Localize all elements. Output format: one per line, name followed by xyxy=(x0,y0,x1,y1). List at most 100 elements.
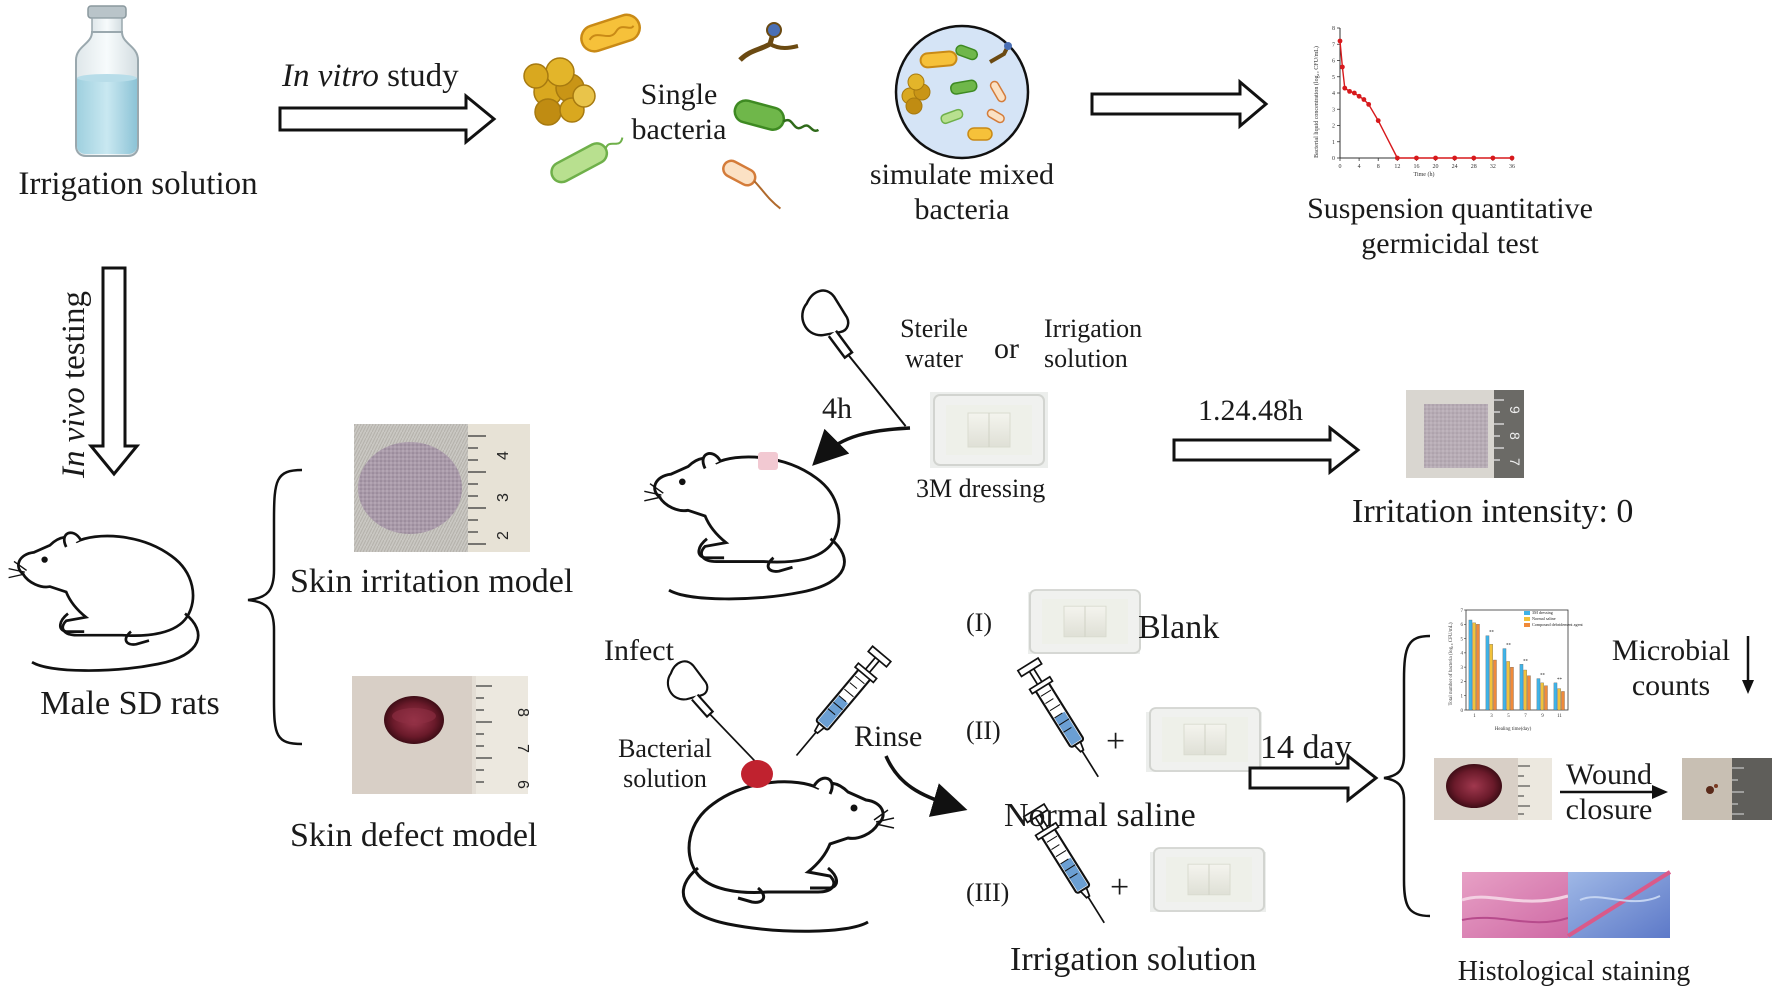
line-chart-x-tick-label: 28 xyxy=(1471,164,1477,170)
outcome-brace xyxy=(1383,634,1431,918)
bar-chart-bar xyxy=(1519,664,1524,711)
bar-chart-x-tick-label: 11 xyxy=(1557,714,1562,719)
line-chart-y-tick-label: 4 xyxy=(1332,91,1335,97)
line-chart-x-tick-label: 36 xyxy=(1509,164,1515,170)
bar-chart-bar xyxy=(1536,678,1541,711)
line-chart-point xyxy=(1356,93,1362,99)
histology-photos xyxy=(1461,870,1672,938)
line-chart-point xyxy=(1471,155,1477,161)
line-chart-point xyxy=(1452,155,1458,161)
line-chart-x-tick-label: 16 xyxy=(1413,164,1419,170)
sterile-water-line: water xyxy=(905,343,963,373)
line-chart-point xyxy=(1490,155,1496,161)
bar-chart-bar xyxy=(1523,669,1527,711)
skin-irritation-model-label: Skin irritation model xyxy=(290,563,574,600)
ruler-tick: 7 xyxy=(514,744,531,753)
bar-chart-x-tick-label: 7 xyxy=(1524,714,1527,719)
skin-defect-model-label: Skin defect model xyxy=(290,817,538,854)
bar-chart-y-tick-label: 6 xyxy=(1461,623,1464,628)
saline-syringe-icon xyxy=(1016,656,1110,785)
line-chart-point xyxy=(1347,88,1352,94)
bar-chart-y-tick-label: 2 xyxy=(1461,680,1464,685)
bar-chart-legend-label: 3M dressing xyxy=(1532,610,1554,615)
line-chart-series-line xyxy=(1339,40,1512,159)
suspension-test-line: Suspension quantitative xyxy=(1307,192,1593,225)
line-chart-x-tick-label: 20 xyxy=(1433,164,1439,170)
microbial-counts-line: counts xyxy=(1631,668,1711,702)
timepoint-arrow xyxy=(1172,424,1361,476)
apply-curve-arrow xyxy=(812,426,911,466)
blank-dressing-photo xyxy=(1028,589,1141,654)
3m-dressing-photo xyxy=(930,392,1048,468)
bar-chart-significance-label: ** xyxy=(1540,674,1546,679)
bar-chart-bar xyxy=(1540,682,1544,711)
fourteen-day-arrow xyxy=(1248,752,1379,804)
defect-rat xyxy=(681,776,896,933)
ruler-tick: 3 xyxy=(495,493,512,502)
line-chart-point xyxy=(1337,38,1343,44)
bar-chart-bar xyxy=(1472,622,1476,711)
irrigation-solution-option-label: Irrigation solution xyxy=(1044,314,1142,374)
mixed-bacteria-line: simulate mixed xyxy=(869,158,1055,191)
ruler-tick: 8 xyxy=(514,708,531,717)
line-chart-x-tick-label: 0 xyxy=(1339,164,1342,170)
bar-chart-y-tick-label: 1 xyxy=(1461,695,1464,700)
model-brace xyxy=(247,468,303,746)
bar-chart-significance-label: ** xyxy=(1523,659,1529,664)
in-vivo-label: In vivo testing xyxy=(56,291,94,478)
ruler-tick: 8 xyxy=(1507,432,1523,440)
suspension-line-chart: Bacterial liquid concentration (log₁₀ CF… xyxy=(1313,26,1515,178)
irrigation-solution-label: Irrigation solution xyxy=(18,166,258,202)
group-i-roman: (I) xyxy=(966,608,992,637)
bar-chart-significance-label: ** xyxy=(1489,631,1495,636)
bar-chart-legend-swatch xyxy=(1524,617,1530,621)
ruler-tick: 6 xyxy=(514,780,531,789)
bar-chart-y-tick-label: 0 xyxy=(1461,709,1464,714)
bar-chart-bar xyxy=(1468,619,1473,711)
group-iii-plus: + xyxy=(1110,869,1130,906)
wound-closure-arrow xyxy=(1560,785,1668,799)
wound-closure-label: Wound closure xyxy=(1554,758,1664,827)
line-chart-xlabel: Time (h) xyxy=(1414,171,1435,178)
line-chart-point xyxy=(1375,118,1381,124)
bar-chart-frame xyxy=(1465,609,1569,711)
bar-chart-x-tick-label: 3 xyxy=(1490,714,1493,719)
bar-chart-legend-swatch xyxy=(1524,611,1530,615)
single-bacteria-label: Single bacteria xyxy=(614,78,744,147)
wound-closure-line: Wound xyxy=(1566,758,1652,791)
ruler-tick: 9 xyxy=(1507,406,1523,414)
ruler-tick: 7 xyxy=(1507,458,1523,466)
bar-chart-legend-label: Normal saline xyxy=(1532,616,1556,621)
line-chart-point xyxy=(1509,155,1515,161)
sterile-water-line: Sterile xyxy=(900,314,968,343)
rinse-curve-arrow xyxy=(884,755,968,817)
bar-chart-y-tick-label: 3 xyxy=(1461,666,1464,671)
bar-chart-significance-label: ** xyxy=(1506,644,1512,649)
saline-dressing-photo xyxy=(1146,707,1262,772)
ruler-tick: 2 xyxy=(495,531,512,540)
bar-chart-bar xyxy=(1544,685,1548,711)
bar-chart-legend-swatch xyxy=(1524,623,1530,627)
bacterial-solution-label: Bacterial solution xyxy=(610,734,720,794)
irritation-rat xyxy=(642,452,846,601)
line-chart-point xyxy=(1361,97,1367,102)
irrigation-option-line: solution xyxy=(1044,343,1128,373)
irrigation-bottle xyxy=(75,5,139,157)
skin-defect-photo: 8 7 6 xyxy=(352,676,531,794)
bar-chart-bar xyxy=(1553,682,1558,711)
in-vitro-italic: In vitro xyxy=(282,58,379,94)
group-iii-roman: (III) xyxy=(966,878,1010,907)
infected-wound-site xyxy=(741,760,773,788)
bar-chart-y-tick-label: 7 xyxy=(1461,609,1464,614)
line-chart-x-tick-label: 12 xyxy=(1394,164,1400,170)
line-chart-y-tick-label: 3 xyxy=(1332,107,1335,113)
wound-closed-photo xyxy=(1682,758,1772,820)
line-chart-point xyxy=(1366,101,1372,107)
line-chart-point xyxy=(1433,155,1438,161)
bar-chart-legend-label: Compound debridement agent xyxy=(1532,622,1584,627)
bar-chart-bar xyxy=(1506,661,1510,711)
irritation-intensity-label: Irritation intensity: 0 xyxy=(1352,493,1634,530)
histological-staining-label: Histological staining xyxy=(1457,956,1691,987)
application-site xyxy=(758,452,778,470)
bacterial-solution-line: Bacterial xyxy=(618,734,712,763)
